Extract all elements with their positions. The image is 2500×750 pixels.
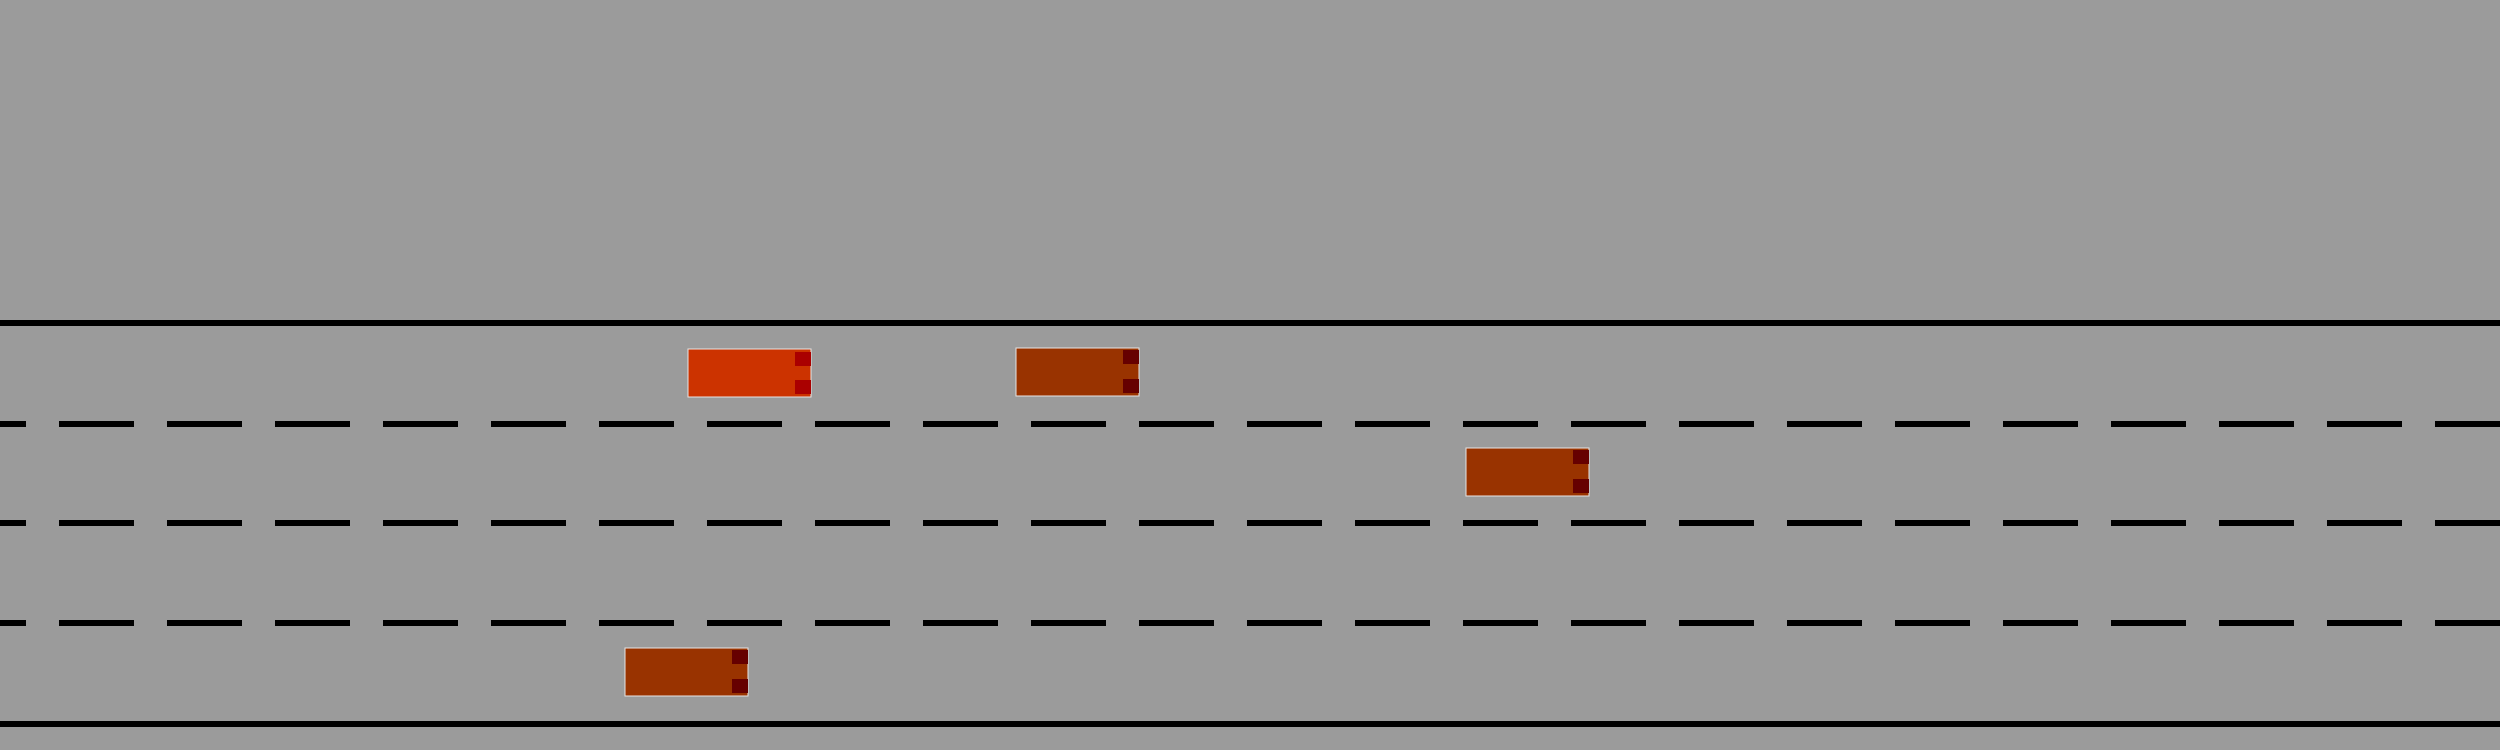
other-vehicle-light-top bbox=[732, 650, 748, 664]
other-vehicle-light-top bbox=[1123, 350, 1139, 364]
other-vehicle-light-bottom bbox=[1123, 379, 1139, 393]
other-vehicle-body bbox=[1015, 347, 1140, 397]
ego-vehicle-body bbox=[687, 348, 812, 398]
other-vehicle bbox=[624, 647, 749, 697]
other-vehicle-body bbox=[624, 647, 749, 697]
other-vehicle-body bbox=[1465, 447, 1590, 497]
ego-vehicle-light-top bbox=[795, 352, 811, 366]
ego-vehicle bbox=[687, 348, 812, 398]
other-vehicle bbox=[1465, 447, 1590, 497]
other-vehicle bbox=[1015, 347, 1140, 397]
other-vehicle-light-bottom bbox=[1573, 479, 1589, 493]
other-vehicle-light-top bbox=[1573, 450, 1589, 464]
other-vehicle-light-bottom bbox=[732, 679, 748, 693]
ego-vehicle-light-bottom bbox=[795, 380, 811, 394]
